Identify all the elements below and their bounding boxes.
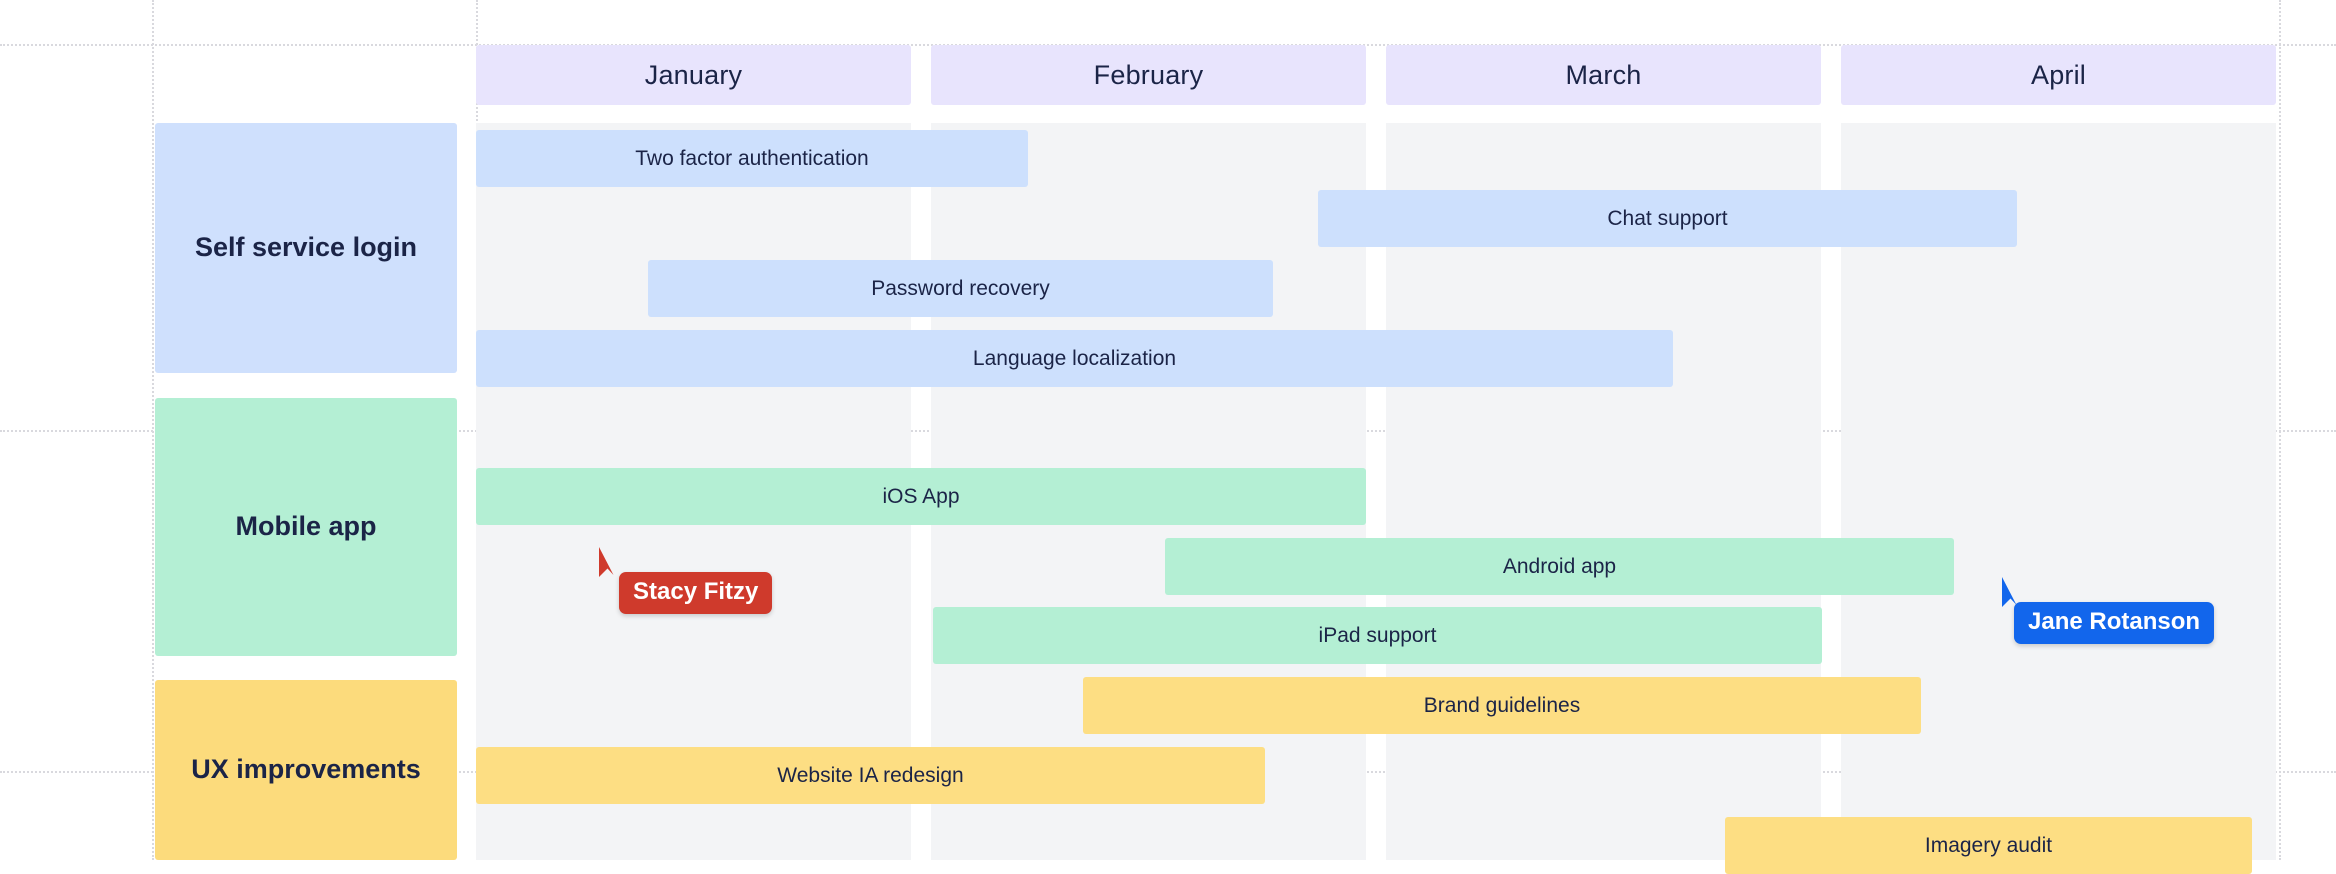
- task-bar-chat-support[interactable]: Chat support: [1318, 190, 2017, 247]
- task-bar-ios-app[interactable]: iOS App: [476, 468, 1366, 525]
- task-bar-language-localization[interactable]: Language localization: [476, 330, 1673, 387]
- cursor-arrow-icon: [2002, 577, 2017, 607]
- task-bar-website-ia-redesign[interactable]: Website IA redesign: [476, 747, 1265, 804]
- month-header-march[interactable]: March: [1386, 45, 1821, 105]
- cursor-label: Jane Rotanson: [2014, 602, 2215, 644]
- group-card-ux-improvements[interactable]: UX improvements: [155, 680, 457, 860]
- task-bar-password-recovery[interactable]: Password recovery: [648, 260, 1273, 317]
- task-bar-brand-guidelines[interactable]: Brand guidelines: [1083, 677, 1921, 734]
- guide-line-vertical: [2279, 0, 2281, 860]
- task-bar-imagery-audit[interactable]: Imagery audit: [1725, 817, 2252, 874]
- task-bar-two-factor-authentication[interactable]: Two factor authentication: [476, 130, 1028, 187]
- cursor-label: Stacy Fitzy: [619, 572, 773, 614]
- group-card-mobile-app[interactable]: Mobile app: [155, 398, 457, 656]
- task-bar-android-app[interactable]: Android app: [1165, 538, 1954, 595]
- month-header-january[interactable]: January: [476, 45, 911, 105]
- cursor-arrow-icon: [599, 547, 614, 577]
- month-header-february[interactable]: February: [931, 45, 1366, 105]
- guide-line-vertical: [152, 0, 154, 860]
- month-header-april[interactable]: April: [1841, 45, 2276, 105]
- group-card-self-service-login[interactable]: Self service login: [155, 123, 457, 373]
- task-bar-ipad-support[interactable]: iPad support: [933, 607, 1822, 664]
